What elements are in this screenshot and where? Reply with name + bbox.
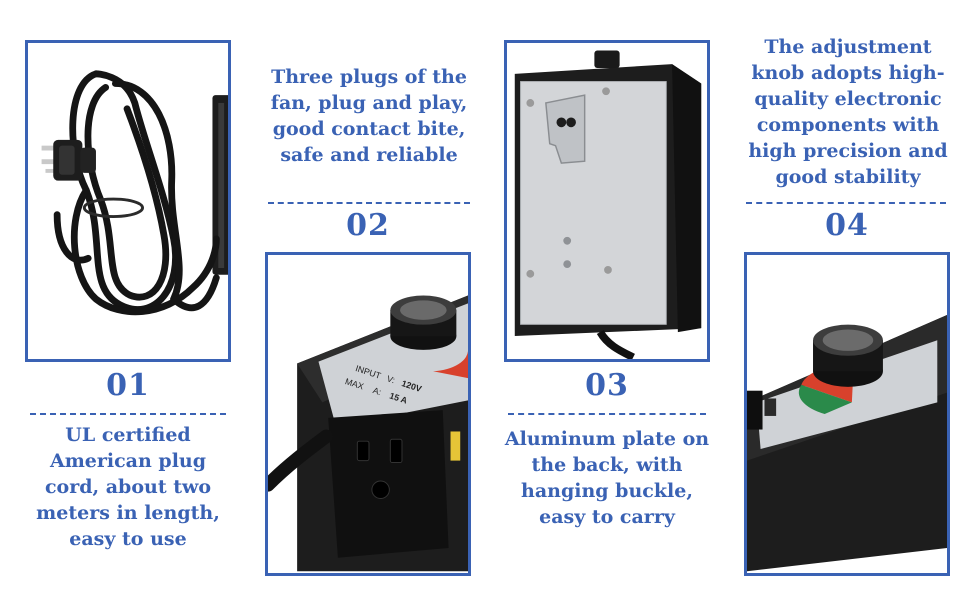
panel-04-photo <box>744 252 950 576</box>
panel-02-number: 02 <box>346 208 390 243</box>
panel-04-divider <box>746 202 946 204</box>
panel-03-divider <box>508 413 706 415</box>
outlet-icon <box>356 438 403 499</box>
knob-image <box>747 256 947 572</box>
power-cord-image <box>28 44 228 358</box>
panel-02-photo: INPUT V: 120V MAX A: 15 A <box>265 252 471 576</box>
panel-02-divider <box>268 202 470 204</box>
panel-01-divider <box>30 413 226 415</box>
panel-04-caption: The adjustment knob adopts high-quality … <box>748 36 948 188</box>
panel-01-number: 01 <box>106 368 150 403</box>
panel-04-number: 04 <box>825 208 869 243</box>
panel-03-photo <box>504 40 710 362</box>
plug-icon <box>41 139 96 181</box>
back-plate-image <box>507 44 707 359</box>
panel-01-photo <box>25 40 231 362</box>
v-label: V: <box>386 373 397 385</box>
panel-02-caption: Three plugs of the fan, plug and play, g… <box>270 66 468 166</box>
outlet-image: INPUT V: 120V MAX A: 15 A <box>268 256 468 572</box>
buckle-icon <box>545 94 586 164</box>
panel-01-caption: UL certified American plug cord, about t… <box>36 424 220 550</box>
panel-03-number: 03 <box>585 368 629 403</box>
panel-03-caption: Aluminum plate on the back, with hanging… <box>504 428 710 528</box>
a-label: A: <box>372 385 383 397</box>
